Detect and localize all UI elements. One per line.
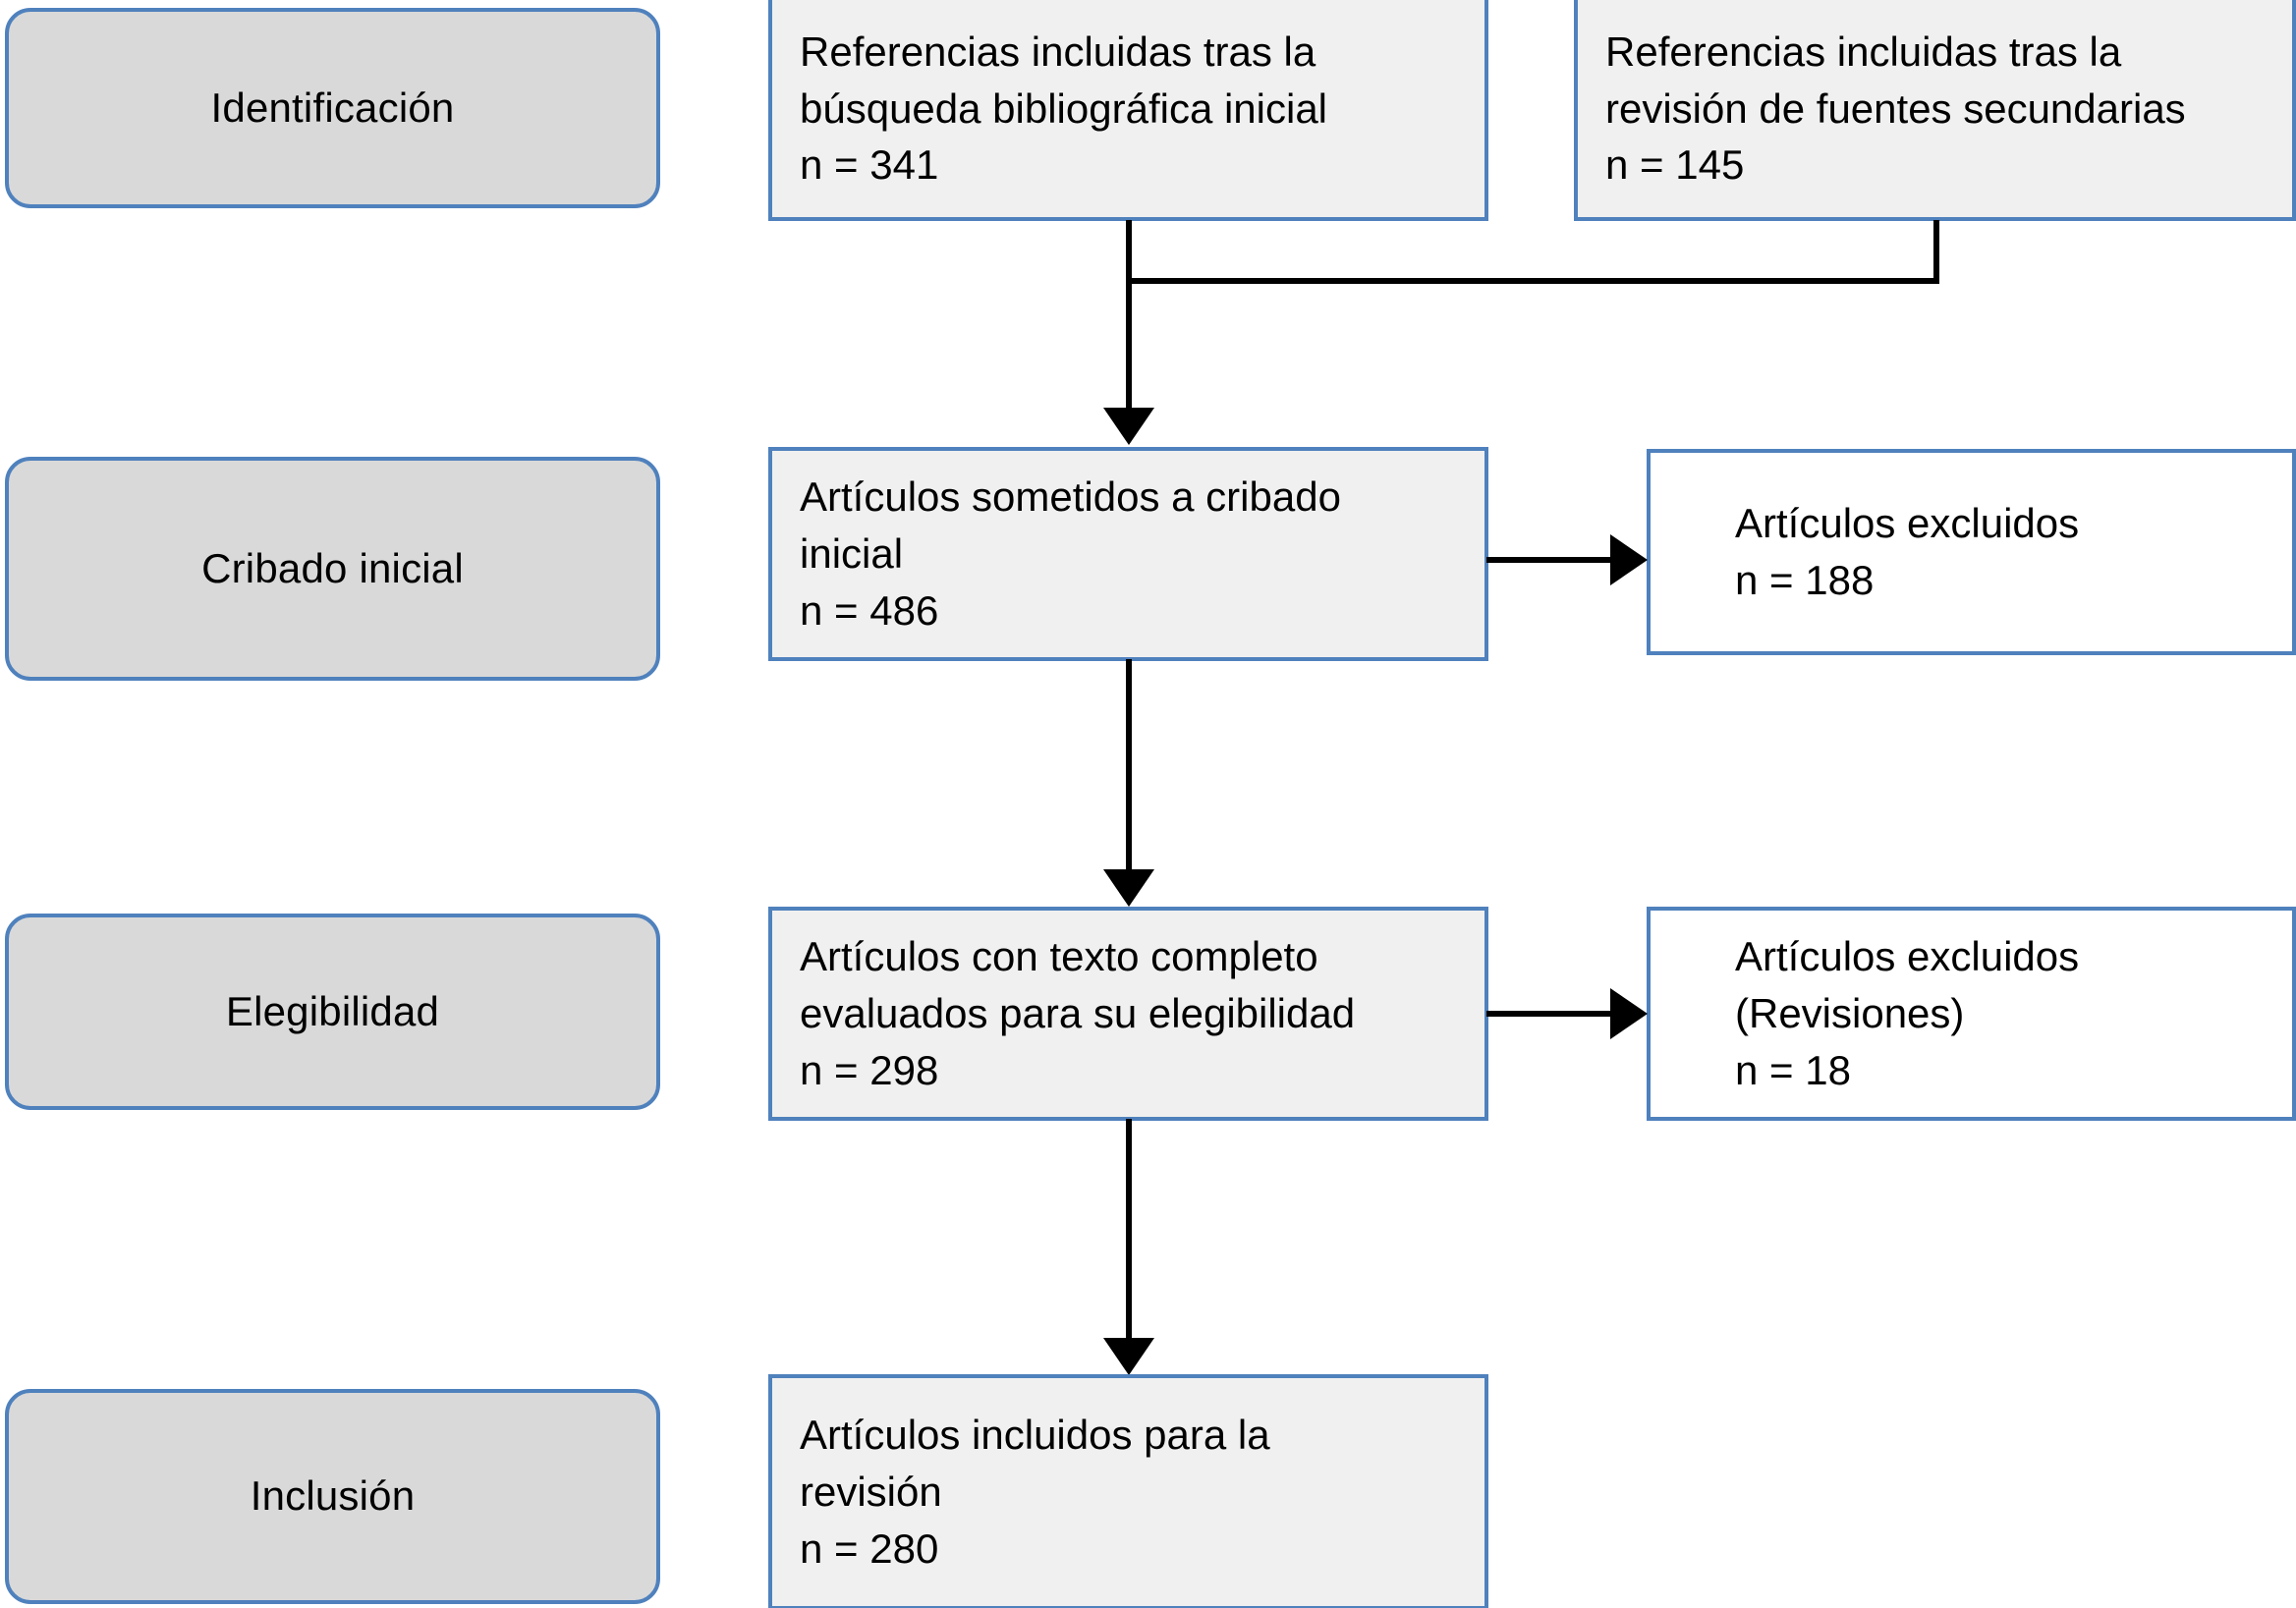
box-screened-line-3: n = 486 <box>800 586 939 634</box>
stage-pill-cribado: Cribado inicial <box>5 457 660 681</box>
connector-fulltext-down <box>1126 1119 1132 1345</box>
box-excluded-screening-line-1: Artículos excluidos <box>1735 500 2080 547</box>
box-secondary-sources-line-3: n = 145 <box>1605 141 1745 189</box>
stage-pill-inclusion: Inclusión <box>5 1389 660 1604</box>
box-search-initial-line-1: Referencias incluidas tras la <box>800 28 1316 75</box>
box-secondary-sources-line-1: Referencias incluidas tras la <box>1605 28 2122 75</box>
box-secondary-sources-line-2: revisión de fuentes secundarias <box>1605 84 2186 132</box>
box-search-initial-line-2: búsqueda bibliográfica inicial <box>800 84 1328 132</box>
box-secondary-sources: Referencias incluidas tras la revisión d… <box>1574 0 2296 221</box>
connector-screened-to-excluded <box>1486 557 1612 563</box>
box-excluded-fulltext: Artículos excluidos (Revisiones) n = 18 <box>1647 907 2296 1121</box>
connector-screened-down <box>1126 659 1132 873</box>
arrowhead-into-fulltext <box>1103 869 1154 907</box>
box-included: Artículos incluidos para la revisión n =… <box>768 1374 1488 1608</box>
box-fulltext-line-1: Artículos con texto completo <box>800 933 1318 980</box>
stage-label-identificacion: Identificación <box>210 83 455 131</box>
connector-fulltext-to-excluded <box>1486 1011 1612 1017</box>
box-screened-line-1: Artículos sometidos a cribado <box>800 473 1341 521</box>
connector-search-initial-down <box>1126 220 1132 412</box>
arrowhead-into-included <box>1103 1338 1154 1375</box>
stage-label-cribado: Cribado inicial <box>201 544 464 591</box>
box-excluded-fulltext-line-1: Artículos excluidos <box>1735 933 2080 980</box>
box-screened: Artículos sometidos a cribado inicial n … <box>768 447 1488 661</box>
box-included-line-1: Artículos incluidos para la <box>800 1412 1270 1459</box>
box-included-line-3: n = 280 <box>800 1525 939 1572</box>
arrowhead-into-excluded-screening <box>1610 534 1648 585</box>
box-excluded-screening-line-2: n = 188 <box>1735 557 1875 603</box>
arrowhead-into-screened <box>1103 408 1154 445</box>
box-fulltext: Artículos con texto completo evaluados p… <box>768 907 1488 1121</box>
box-fulltext-line-3: n = 298 <box>800 1046 939 1093</box>
box-included-line-2: revisión <box>800 1469 942 1516</box>
stage-pill-identificacion: Identificación <box>5 8 660 208</box>
box-screened-line-2: inicial <box>800 530 904 578</box>
arrowhead-into-excluded-fulltext <box>1610 988 1648 1039</box>
stage-label-inclusion: Inclusión <box>250 1472 416 1520</box>
stage-pill-elegibilidad: Elegibilidad <box>5 914 660 1110</box>
connector-secondary-sources-down <box>1933 220 1939 281</box>
connector-merge-bar <box>1126 278 1939 284</box>
box-excluded-fulltext-line-2: (Revisiones) <box>1735 990 1965 1037</box>
box-excluded-screening: Artículos excluidos n = 188 <box>1647 449 2296 655</box>
box-search-initial: Referencias incluidas tras la búsqueda b… <box>768 0 1488 221</box>
box-fulltext-line-2: evaluados para su elegibilidad <box>800 990 1356 1037</box>
box-excluded-fulltext-line-3: n = 18 <box>1735 1046 1851 1093</box>
stage-label-elegibilidad: Elegibilidad <box>225 987 440 1034</box>
box-search-initial-line-3: n = 341 <box>800 141 939 189</box>
